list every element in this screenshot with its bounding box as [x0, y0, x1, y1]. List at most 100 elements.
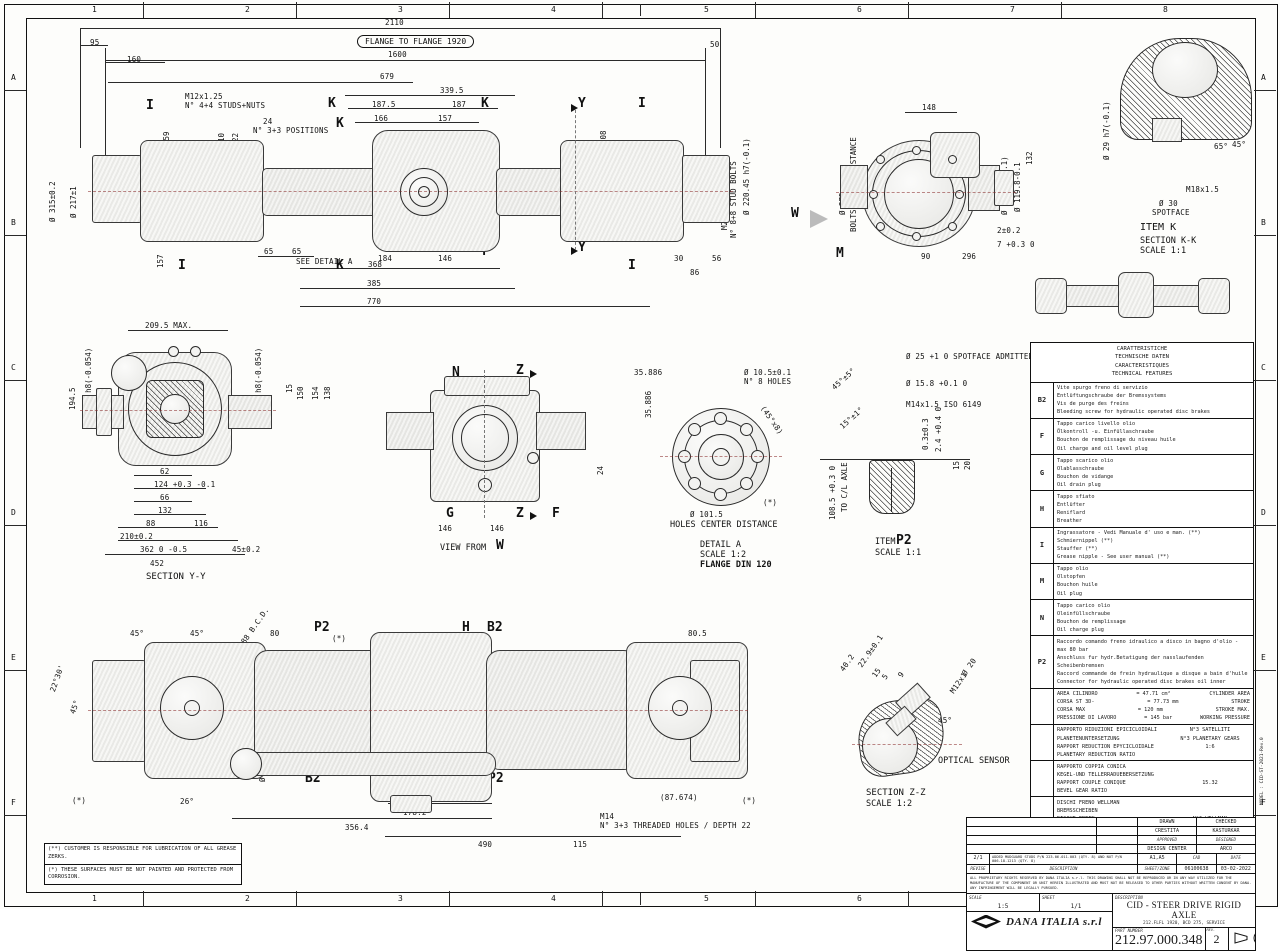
- approval-spacer-3: [967, 827, 1097, 835]
- spec-en: WORKING PRESSURE: [1200, 715, 1250, 722]
- zone-sep: [143, 891, 144, 907]
- dim-line: [105, 60, 705, 61]
- planetary-fr: RAPPORT REDUCTION EPYCICLOIDALE: [1057, 743, 1154, 750]
- dim-24: 24: [263, 117, 273, 126]
- feature-line: Tappo carico olio: [1057, 602, 1111, 609]
- zone-sep: [4, 815, 26, 816]
- yy-bolt-circle: [128, 362, 222, 456]
- dim-line: [118, 540, 238, 541]
- dim-line: [105, 554, 245, 555]
- dim-line: [300, 306, 650, 307]
- feature-row-i: I Ingrassatore - Vedi Manuale d' uso e m…: [1031, 527, 1253, 564]
- detail-a-title: DETAIL A: [700, 540, 741, 550]
- feature-line: Olstopfen: [1057, 574, 1086, 581]
- projection-circle-icon: [1253, 930, 1255, 948]
- dim-157: 157: [438, 114, 453, 123]
- detail-a-hole: [740, 423, 753, 436]
- dim-166: 166: [374, 114, 389, 123]
- zone-band-left: A B C D E F: [4, 18, 26, 891]
- yy-brake-boss: [111, 355, 147, 391]
- feature-key-i: I: [1031, 527, 1054, 563]
- feature-line: Olablasschraube: [1057, 465, 1104, 472]
- spec-it: CORSA MAX: [1057, 707, 1086, 714]
- note-see-detail-a: SEE DETAIL A: [296, 257, 353, 266]
- approval-role-drawn: DRAWN: [1138, 818, 1197, 826]
- feature-value-i: Ingrassatore - Vedi Manuale d' uso e man…: [1054, 528, 1253, 563]
- first-angle-projection-icon: [1234, 931, 1252, 947]
- dim-p2-15-8: Ø 15.8 +0.1 0: [906, 379, 968, 388]
- feature-line: Tappo carico livello olio: [1057, 421, 1136, 428]
- bevel-blank: [1170, 763, 1250, 771]
- balloon-K-1: K: [328, 96, 336, 111]
- feature-row-f: F Tappo carico livello olio Ölkontroll -…: [1031, 418, 1253, 456]
- dim-p2-108-5: 108.5 +0.3 0: [828, 465, 837, 520]
- zone-tick-right-d: D: [1261, 508, 1266, 517]
- dim-p2-03: 0.3±0.3: [921, 418, 930, 450]
- revision-header-row: REVISE DESCRIPTION SHEET/ZONE 06100638 0…: [967, 865, 1255, 874]
- yy-centerline: [80, 410, 276, 411]
- dim-b-m14: M14: [600, 812, 615, 821]
- detail-a-hole: [740, 477, 753, 490]
- w-cover-ring: [461, 414, 509, 462]
- zone-tick-left-f: F: [11, 798, 16, 807]
- dim-184: 184: [378, 254, 393, 263]
- scale-label: SCALE: [969, 894, 982, 900]
- dim-line: [300, 288, 515, 289]
- dim-line: [388, 803, 492, 804]
- dim-339-5: 339.5: [440, 86, 464, 95]
- zone-sep: [602, 2, 603, 18]
- dim-88: 88: [146, 519, 156, 528]
- title-main-row: SCALE 1:5 SHEET 1/1 DANA ITALIA s.r.l DE…: [967, 893, 1255, 950]
- feature-line: Connector for hydraulic operated disc br…: [1057, 679, 1226, 686]
- approval-spacer-2: [1097, 818, 1138, 826]
- zone-sep: [449, 2, 450, 18]
- item-k-spotface-block: [1152, 118, 1182, 142]
- part-number-row: PART NUMBER 212.97.000.348 REV. 2: [1113, 927, 1255, 950]
- dim-line: [134, 514, 206, 515]
- sheet-label: SHEET: [1042, 894, 1055, 900]
- dim-154: 154: [311, 386, 320, 400]
- feature-key-b2: B2: [1031, 382, 1054, 418]
- zone-sep: [4, 235, 26, 236]
- dim-1600: 1600: [388, 50, 407, 59]
- b-hub-center-right: [672, 700, 688, 716]
- dim-line: [423, 108, 498, 109]
- b3: [1170, 787, 1250, 795]
- feature-line: Bleeding screw for hydraulic operated di…: [1057, 409, 1211, 416]
- feature-line: Tappo sfiato: [1057, 493, 1095, 500]
- approval-role-cad: CAD: [1177, 854, 1217, 864]
- feature-line: Oil charge and oil level plug: [1057, 445, 1148, 452]
- zone-tick-top-1: 1: [92, 5, 97, 14]
- w-top-cap: [444, 376, 530, 396]
- feature-row-p2: P2 Raccordo comando freno idraulico a di…: [1031, 636, 1253, 689]
- zone-tick-bottom-4: 4: [551, 894, 556, 903]
- dim-b-490: 490: [478, 840, 493, 849]
- feature-line: Entlüftungschraube der Bremssystems: [1057, 393, 1167, 400]
- input-pinion-housing: [930, 132, 980, 178]
- k1: [1170, 799, 1250, 807]
- note-lubrication: (**) CUSTOMER IS RESPONSIBLE FOR LUBRICA…: [45, 844, 241, 865]
- dim-line: [80, 45, 108, 46]
- item-p2-key: P2: [896, 533, 912, 548]
- zone-tick-bottom-5: 5: [704, 894, 709, 903]
- dim-86: 86: [690, 268, 700, 277]
- feature-value-h: Tappo sfiato Entlüfter Reniflard Breathe…: [1054, 491, 1253, 526]
- approval-name-row-2: DESIGN CENTER ARCO: [967, 845, 1255, 854]
- zone-sep: [1254, 670, 1276, 671]
- dim-452: 452: [150, 559, 165, 568]
- dim-p2-24: 2.4 +0.4 0: [934, 406, 943, 452]
- feature-row-h: H Tappo sfiato Entlüfter Reniflard Breat…: [1031, 491, 1253, 528]
- feature-line: Bouchon de remplissage: [1057, 618, 1126, 625]
- approval-name-row-1: CRESTITA KASTURKAR: [967, 827, 1255, 836]
- planetary-en: PLANETARY REDUCTION RATIO: [1057, 751, 1136, 758]
- dim-flange-to-flange: FLANGE TO FLANGE 1920: [357, 35, 475, 48]
- company-name: DANA ITALIA s.r.l: [1006, 915, 1102, 928]
- section-arrow-y-bottom: [571, 247, 578, 255]
- zone-tick-left-c: C: [11, 363, 16, 372]
- planetary-val-3: 1:6: [1205, 743, 1215, 750]
- k2: [1170, 807, 1250, 815]
- dim-45deg: 45°: [1232, 140, 1247, 149]
- dim-95: 95: [90, 38, 100, 47]
- detail-a-surface-note: (*): [763, 498, 778, 507]
- dim-90: 90: [921, 252, 931, 261]
